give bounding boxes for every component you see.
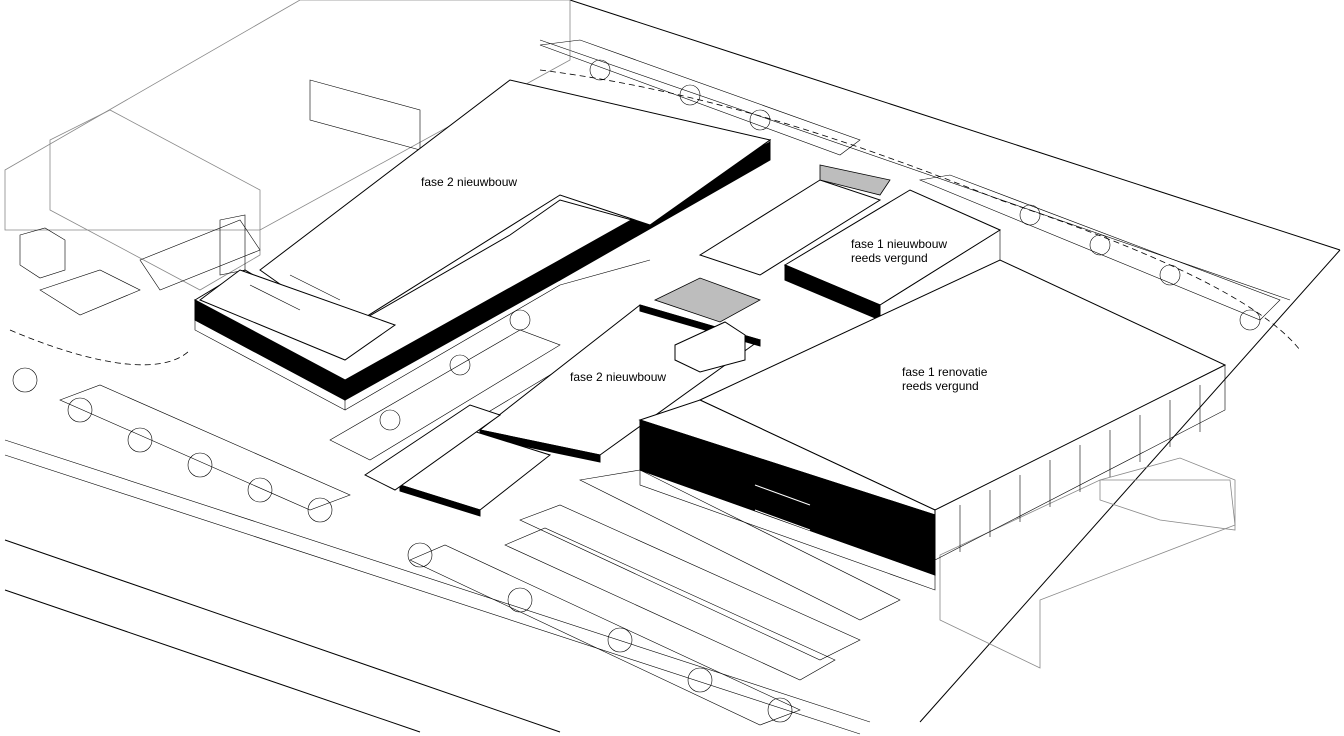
phase2-north-building: [193, 79, 772, 411]
trees: [12, 59, 1261, 723]
label-phase1-new: fase 1 nieuwbouw reeds vergund: [851, 237, 947, 265]
label-phase1-renovation-line1: fase 1 renovatie: [902, 365, 988, 379]
street-lines: [4, 0, 1341, 735]
label-phase1-new-line2: reeds vergund: [851, 251, 928, 265]
label-phase1-renovation: fase 1 renovatie reeds vergund: [902, 365, 987, 393]
label-phase1-new-line1: fase 1 nieuwbouw: [851, 237, 948, 251]
label-phase1-renovation-line2: reeds vergund: [902, 379, 979, 393]
phase1-renovation-building: [579, 259, 1227, 621]
phase1-new-building: [698, 164, 1002, 341]
label-phase2-center: fase 2 nieuwbouw: [570, 370, 667, 384]
renovation-facade-ribs: [959, 385, 1201, 552]
label-phase2-north: fase 2 nieuwbouw: [421, 175, 518, 189]
phase2-center-building: [364, 277, 762, 517]
